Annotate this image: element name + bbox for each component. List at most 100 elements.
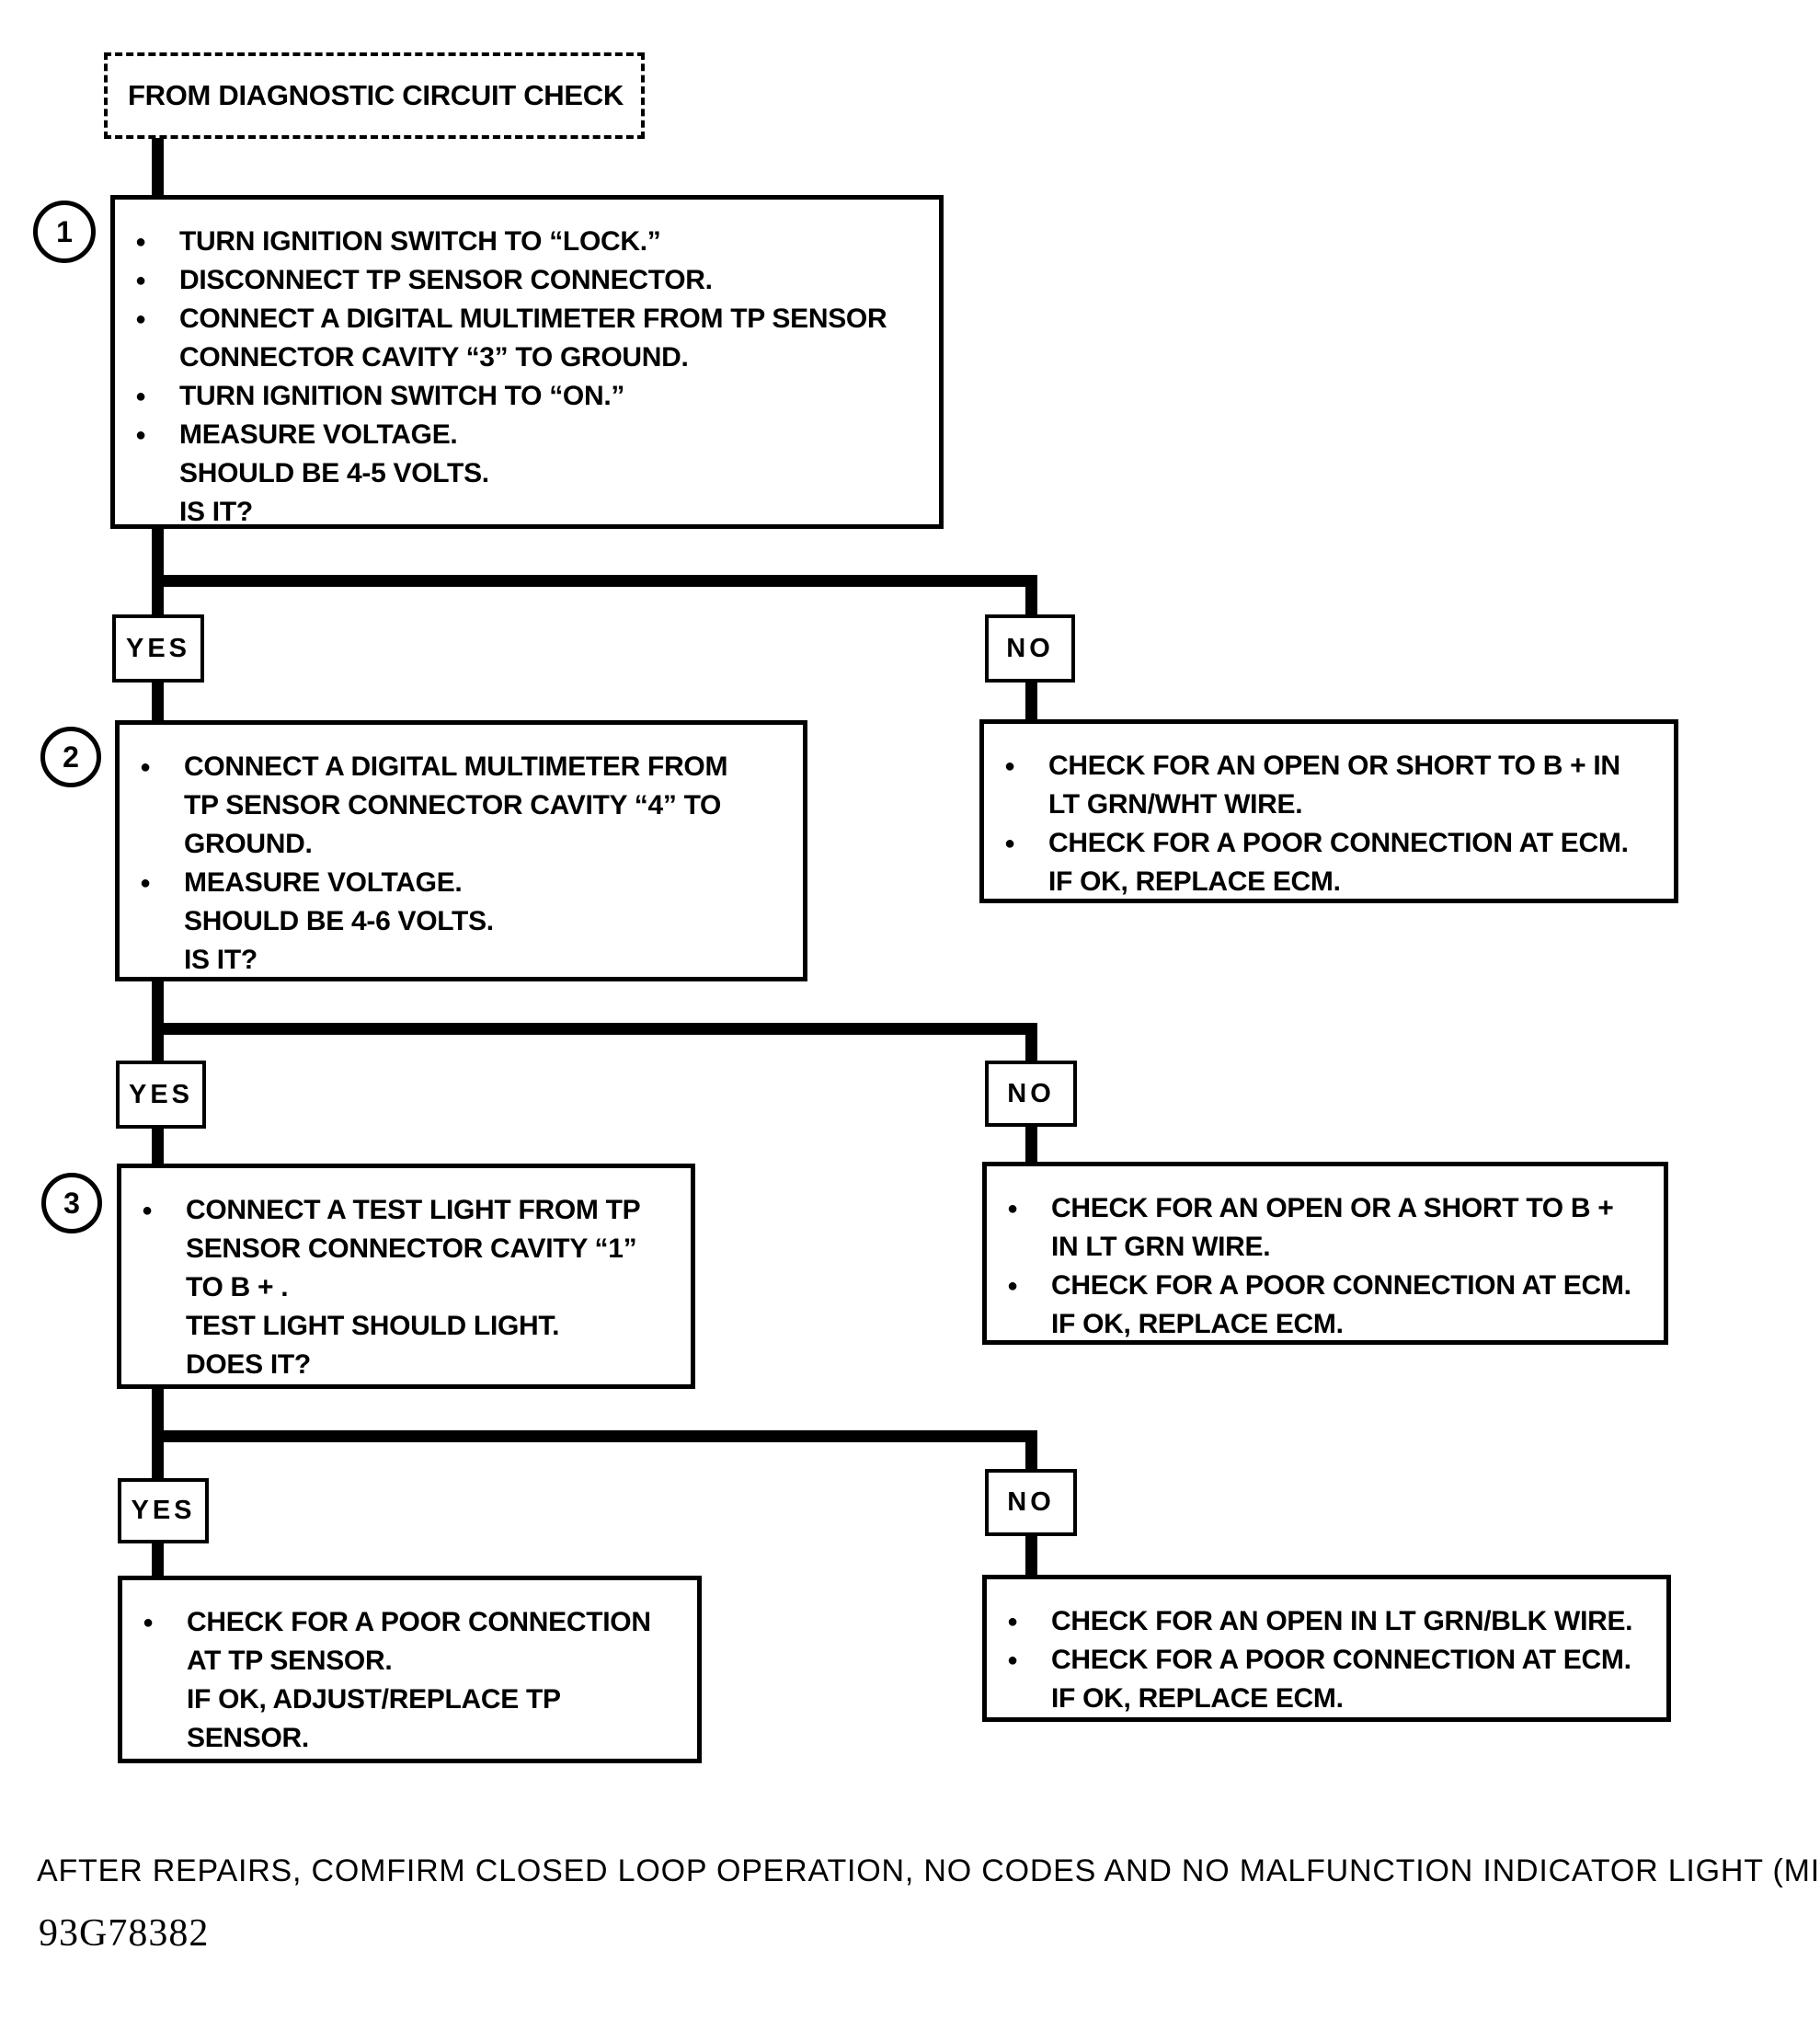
instruction-text: CHECK FOR AN OPEN OR SHORT TO B + IN <box>1048 751 1620 781</box>
bullet-icon: ● <box>140 757 151 777</box>
bullet-icon: ● <box>140 873 151 893</box>
connector-line <box>1025 1435 1037 1471</box>
yes-branch-label: YES <box>118 1478 209 1543</box>
instruction-text: CONNECT A DIGITAL MULTIMETER FROM TP SEN… <box>179 304 887 334</box>
instruction-text: IF OK, REPLACE ECM. <box>1051 1309 1344 1339</box>
instruction-line: LT GRN/WHT WIRE. <box>1004 786 1666 824</box>
instruction-line: SHOULD BE 4-5 VOLTS. <box>135 454 932 493</box>
instruction-text: TURN IGNITION SWITCH TO “LOCK.” <box>179 226 661 257</box>
step-number: 3 <box>63 1186 80 1220</box>
instruction-line: ● TURN IGNITION SWITCH TO “LOCK.” <box>135 223 932 261</box>
instruction-text: TO B + . <box>186 1272 289 1302</box>
instruction-line: DOES IT? <box>142 1346 683 1384</box>
instruction-text: CONNECT A DIGITAL MULTIMETER FROM <box>184 751 728 782</box>
instruction-line: ● CHECK FOR A POOR CONNECTION AT ECM. <box>1007 1267 1656 1305</box>
instruction-line: ● DISCONNECT TP SENSOR CONNECTOR. <box>135 261 932 300</box>
connector-line <box>152 980 164 1062</box>
instruction-text: SENSOR. <box>187 1723 309 1753</box>
connector-line <box>1025 1028 1037 1062</box>
bullet-icon: ● <box>135 425 146 445</box>
instruction-text: SENSOR CONNECTOR CAVITY “1” <box>186 1233 637 1264</box>
footer-note: AFTER REPAIRS, COMFIRM CLOSED LOOP OPERA… <box>37 1853 1820 1888</box>
connector-line <box>152 1023 1037 1035</box>
bullet-icon: ● <box>1007 1612 1018 1632</box>
instruction-text: SHOULD BE 4-6 VOLTS. <box>184 906 494 936</box>
instruction-text: CHECK FOR AN OPEN IN LT GRN/BLK WIRE. <box>1051 1606 1633 1636</box>
instruction-line: TO B + . <box>142 1268 683 1307</box>
step-number-badge: 1 <box>33 201 96 263</box>
connector-line <box>1025 579 1037 616</box>
bullet-icon: ● <box>142 1200 153 1221</box>
bullet-icon: ● <box>135 270 146 291</box>
bullet-icon: ● <box>1007 1650 1018 1670</box>
connector-line <box>1025 681 1037 721</box>
connector-line <box>1025 1125 1037 1164</box>
instruction-line: ● TURN IGNITION SWITCH TO “ON.” <box>135 377 932 416</box>
step-1-no-result-box: ● CHECK FOR AN OPEN OR SHORT TO B + IN LT … <box>979 719 1678 903</box>
step-3-yes-result: ●CHECK FOR A POOR CONNECTION AT TP SENSOR… <box>122 1580 697 1758</box>
step-1-instructions: ● TURN IGNITION SWITCH TO “LOCK.” ● DISCONN… <box>115 200 939 532</box>
step-number-badge: 3 <box>41 1173 102 1233</box>
instruction-text: AT TP SENSOR. <box>187 1646 393 1676</box>
instruction-text: CHECK FOR A POOR CONNECTION <box>187 1607 651 1637</box>
bullet-icon: ● <box>135 309 146 329</box>
bullet-icon: ● <box>1004 756 1015 776</box>
instruction-line: ●CHECK FOR A POOR CONNECTION AT ECM. <box>1007 1641 1659 1680</box>
bullet-icon: ● <box>135 232 146 252</box>
instruction-line: ● CONNECT A DIGITAL MULTIMETER FROM <box>140 748 796 786</box>
step-number: 1 <box>56 214 73 248</box>
connector-line <box>152 575 1037 587</box>
instruction-line: ●CHECK FOR A POOR CONNECTION <box>143 1603 690 1642</box>
instruction-text: IN LT GRN WIRE. <box>1051 1232 1271 1262</box>
instruction-line: IF OK, REPLACE ECM. <box>1007 1305 1656 1344</box>
instruction-text: TP SENSOR CONNECTOR CAVITY “4” TO <box>184 790 722 820</box>
instruction-line: ● MEASURE VOLTAGE. <box>140 864 796 902</box>
instruction-text: MEASURE VOLTAGE. <box>184 867 463 898</box>
bullet-icon: ● <box>1007 1276 1018 1296</box>
no-branch-label: NO <box>985 614 1075 683</box>
instruction-text: CHECK FOR AN OPEN OR A SHORT TO B + <box>1051 1193 1614 1223</box>
instruction-line: SENSOR CONNECTOR CAVITY “1” <box>142 1230 683 1268</box>
instruction-line: TP SENSOR CONNECTOR CAVITY “4” TO <box>140 786 796 825</box>
step-number: 2 <box>63 740 79 774</box>
connector-line <box>152 138 164 197</box>
instruction-text: LT GRN/WHT WIRE. <box>1048 789 1303 820</box>
step-3-yes-result-box: ●CHECK FOR A POOR CONNECTION AT TP SENSOR… <box>118 1576 702 1763</box>
bullet-icon: ● <box>135 386 146 407</box>
instruction-text: TURN IGNITION SWITCH TO “ON.” <box>179 381 625 411</box>
step-3-no-result: ● CHECK FOR AN OPEN IN LT GRN/BLK WIRE. ●C… <box>987 1579 1666 1718</box>
instruction-line: AT TP SENSOR. <box>143 1642 690 1681</box>
instruction-text: IS IT? <box>179 497 253 527</box>
bullet-icon: ● <box>1007 1199 1018 1219</box>
bullet-icon: ● <box>1004 833 1015 854</box>
instruction-text: CHECK FOR A POOR CONNECTION AT ECM. <box>1051 1270 1631 1301</box>
step-2-no-result: ● CHECK FOR AN OPEN OR A SHORT TO B + IN L… <box>987 1166 1664 1344</box>
instruction-line: IF OK, ADJUST/REPLACE TP <box>143 1681 690 1719</box>
instruction-text: DISCONNECT TP SENSOR CONNECTOR. <box>179 265 713 295</box>
instruction-line: ● CHECK FOR A POOR CONNECTION AT ECM. <box>1004 824 1666 863</box>
yes-text: YES <box>125 633 191 663</box>
instruction-text: IF OK, REPLACE ECM. <box>1051 1683 1344 1714</box>
instruction-line: IN LT GRN WIRE. <box>1007 1228 1656 1267</box>
instruction-line: SHOULD BE 4-6 VOLTS. <box>140 902 796 941</box>
step-number-badge: 2 <box>40 727 101 787</box>
instruction-text: CONNECT A TEST LIGHT FROM TP <box>186 1195 641 1225</box>
instruction-text: DOES IT? <box>186 1349 311 1380</box>
step-3-instruction-box: ● CONNECT A TEST LIGHT FROM TP SENSOR CONN… <box>117 1164 695 1389</box>
no-branch-label: NO <box>985 1469 1077 1536</box>
instruction-text: MEASURE VOLTAGE. <box>179 419 458 450</box>
no-branch-label: NO <box>985 1061 1077 1127</box>
instruction-text: IF OK, REPLACE ECM. <box>1048 866 1341 897</box>
instruction-text: GROUND. <box>184 829 313 859</box>
yes-text: YES <box>131 1496 196 1525</box>
step-2-instructions: ● CONNECT A DIGITAL MULTIMETER FROM TP SEN… <box>120 725 803 980</box>
no-text: NO <box>1006 633 1054 663</box>
yes-text: YES <box>128 1079 194 1109</box>
instruction-text: CHECK FOR A POOR CONNECTION AT ECM. <box>1048 828 1629 858</box>
step-3-no-result-box: ● CHECK FOR AN OPEN IN LT GRN/BLK WIRE. ●C… <box>982 1575 1671 1722</box>
connector-line <box>1025 1534 1037 1577</box>
start-node: FROM DIAGNOSTIC CIRCUIT CHECK <box>104 52 645 139</box>
yes-branch-label: YES <box>116 1061 206 1129</box>
instruction-text: IS IT? <box>184 945 258 975</box>
connector-line <box>152 1127 164 1165</box>
